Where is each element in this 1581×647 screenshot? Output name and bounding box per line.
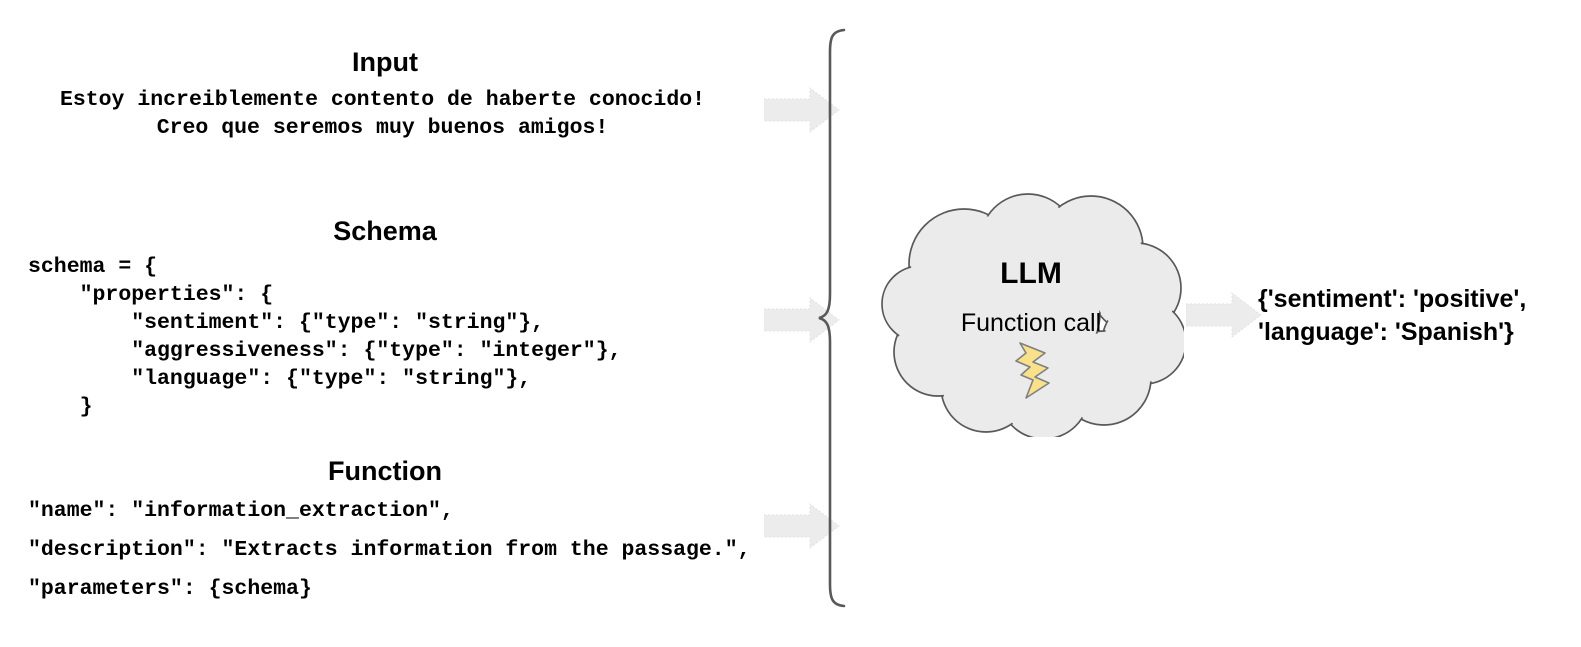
curly-brace-icon — [818, 28, 846, 608]
arrow-llm-to-output — [1186, 292, 1262, 338]
cloud-icon — [881, 193, 1187, 440]
arrow-right-icon — [764, 503, 840, 549]
llm-cloud: LLM Function call — [878, 192, 1187, 442]
arrow-input-to-llm — [764, 87, 840, 133]
input-text: Estoy increiblemente contento de haberte… — [59, 88, 706, 140]
arrow-right-icon — [764, 87, 840, 133]
arrow-schema-to-llm — [764, 297, 840, 343]
lightning-bolt-icon — [1004, 340, 1062, 407]
llm-title: LLM — [1000, 257, 1062, 290]
schema-code: schema = { "properties": { "sentiment": … — [28, 255, 622, 419]
function-heading: Function — [328, 456, 442, 486]
input-heading: Input — [352, 47, 418, 77]
function-code: "name": "information_extraction", "descr… — [28, 499, 751, 601]
grouping-brace — [818, 22, 864, 627]
lightning-bolt-glyph — [1015, 342, 1050, 399]
schema-heading: Schema — [333, 216, 437, 246]
arrow-right-icon — [1186, 292, 1262, 338]
output-result: {'sentiment': 'positive', 'language': 'S… — [1258, 285, 1527, 346]
arrow-function-to-llm — [764, 503, 840, 549]
arrow-right-icon — [764, 297, 840, 343]
llm-subtitle: Function call — [960, 309, 1102, 337]
